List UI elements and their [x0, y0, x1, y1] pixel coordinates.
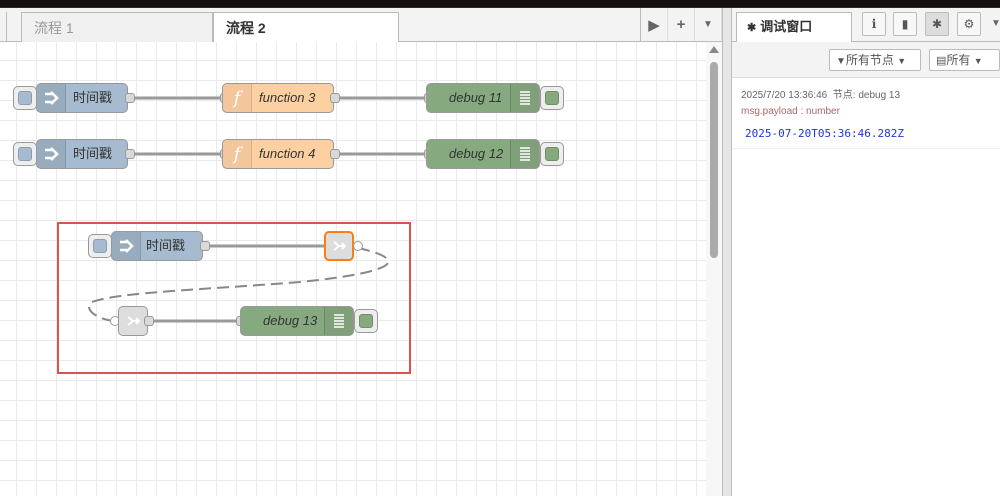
- arrow-right-icon: [112, 232, 141, 260]
- arrow-right-icon: [37, 84, 66, 112]
- inject-button-row2[interactable]: [13, 142, 37, 166]
- clear-dropdown[interactable]: ▤所有 ▼: [929, 49, 1000, 71]
- message-value[interactable]: 2025-07-20T05:36:46.282Z: [745, 127, 904, 140]
- output-port[interactable]: [330, 93, 340, 103]
- tab-flow-1[interactable]: 流程 1: [21, 12, 213, 42]
- inject-button-group-inner: [93, 239, 107, 253]
- bug-icon[interactable]: ✱: [925, 12, 949, 36]
- message-timestamp: 2025/7/20 13:36:46: [741, 90, 828, 101]
- link-out-icon: [331, 238, 347, 259]
- flow-canvas[interactable]: 时间戳 f function 3 debug 11 时间戳: [0, 42, 706, 496]
- filter-nodes-label: 所有节点: [845, 53, 894, 67]
- selection-box: [57, 222, 411, 374]
- tab-debug[interactable]: ✱调试窗口: [736, 12, 852, 43]
- play-icon[interactable]: ▶: [641, 8, 668, 41]
- debug-node-row2[interactable]: debug 12: [426, 139, 540, 169]
- link-in-icon: [125, 313, 141, 334]
- inject-label: 时间戳: [73, 146, 113, 161]
- debug-node-row1[interactable]: debug 11: [426, 83, 540, 113]
- list-icon: [324, 307, 353, 335]
- debug-toggle-row1[interactable]: [540, 86, 564, 110]
- workspace: 流程 1 流程 2 ▶ + ▼ 时间戳 f: [0, 8, 722, 496]
- info-icon[interactable]: i: [862, 12, 886, 36]
- debug-toggle-row1-inner: [545, 91, 559, 105]
- inject-label: 时间戳: [73, 90, 113, 105]
- debug-label: debug 11: [449, 90, 503, 105]
- bug-icon: ✱: [747, 22, 757, 34]
- function-icon: f: [223, 84, 252, 112]
- function-node-row1[interactable]: f function 3: [222, 83, 334, 113]
- output-port[interactable]: [125, 149, 135, 159]
- flow-tab-bar: 流程 1 流程 2 ▶ + ▼: [0, 8, 722, 43]
- list-icon: [510, 140, 539, 168]
- output-port[interactable]: [330, 149, 340, 159]
- gear-icon[interactable]: ⚙: [957, 12, 981, 36]
- debug-label: debug 13: [263, 313, 318, 328]
- link-out-port[interactable]: [353, 241, 363, 251]
- caret-down-icon[interactable]: ▼: [695, 8, 722, 41]
- inject-button-group[interactable]: [88, 234, 112, 258]
- function-icon: f: [223, 140, 252, 168]
- function-label: function 4: [259, 146, 316, 161]
- debug-toggle-group-inner: [359, 314, 373, 328]
- debug-node-group[interactable]: debug 13: [240, 306, 354, 336]
- list-icon: [510, 84, 539, 112]
- debug-toggle-group[interactable]: [354, 309, 378, 333]
- inject-node-row1[interactable]: 时间戳: [36, 83, 128, 113]
- output-port[interactable]: [125, 93, 135, 103]
- function-label: function 3: [259, 90, 316, 105]
- wires: [88, 96, 430, 323]
- sidebar-separator[interactable]: [722, 8, 732, 496]
- filter-nodes-dropdown[interactable]: ▼所有节点 ▼: [829, 49, 921, 71]
- tab-flow-2[interactable]: 流程 2: [213, 12, 399, 43]
- inject-node-row2[interactable]: 时间戳: [36, 139, 128, 169]
- link-in-node[interactable]: [118, 306, 148, 336]
- sidebar: ✱调试窗口 i ▮ ✱ ⚙ ▼ ▼所有节点 ▼ ▤所有 ▼ 2025/7/20 …: [732, 8, 1000, 496]
- function-node-row2[interactable]: f function 4: [222, 139, 334, 169]
- debug-toggle-row2[interactable]: [540, 142, 564, 166]
- tab-actions: ▶ + ▼: [640, 8, 722, 41]
- filter-icon: ▼: [836, 56, 846, 67]
- link-out-node[interactable]: [324, 231, 354, 261]
- output-port[interactable]: [200, 241, 210, 251]
- message-meta: 2025/7/20 13:36:46 节点: debug 13: [741, 86, 900, 101]
- scroll-up-icon[interactable]: [709, 46, 719, 53]
- caret-down-icon: ▼: [897, 56, 907, 66]
- message-node[interactable]: 节点: debug 13: [832, 90, 901, 101]
- inject-button-row1-inner: [18, 91, 32, 105]
- message-topic: msg.payload : number: [741, 106, 840, 117]
- plus-icon[interactable]: +: [668, 8, 695, 41]
- inject-button-row1[interactable]: [13, 86, 37, 110]
- inject-node-group[interactable]: 时间戳: [111, 231, 203, 261]
- debug-toggle-row2-inner: [545, 147, 559, 161]
- debug-tab-label: 调试窗口: [760, 19, 813, 34]
- inject-button-row2-inner: [18, 147, 32, 161]
- filter-clear-label: 所有: [946, 53, 971, 67]
- output-port[interactable]: [144, 316, 154, 326]
- debug-toolbar: ▼所有节点 ▼ ▤所有 ▼: [732, 42, 1000, 78]
- inject-label: 时间戳: [146, 238, 186, 253]
- debug-message[interactable]: 2025/7/20 13:36:46 节点: debug 13 msg.payl…: [732, 84, 1000, 149]
- debug-label: debug 12: [449, 146, 504, 161]
- caret-down-icon[interactable]: ▼: [991, 18, 1000, 29]
- sidebar-tab-bar: ✱调试窗口 i ▮ ✱ ⚙ ▼: [732, 8, 1000, 43]
- caret-down-icon: ▼: [973, 56, 983, 66]
- book-icon[interactable]: ▮: [893, 12, 917, 36]
- trash-icon: ▤: [936, 55, 947, 67]
- scroll-thumb[interactable]: [710, 62, 718, 258]
- vertical-scrollbar[interactable]: [706, 42, 722, 496]
- virtual-link-wire: [88, 247, 390, 322]
- tab-edge: [0, 12, 7, 42]
- window-top-bar: [0, 0, 1000, 8]
- arrow-right-icon: [37, 140, 66, 168]
